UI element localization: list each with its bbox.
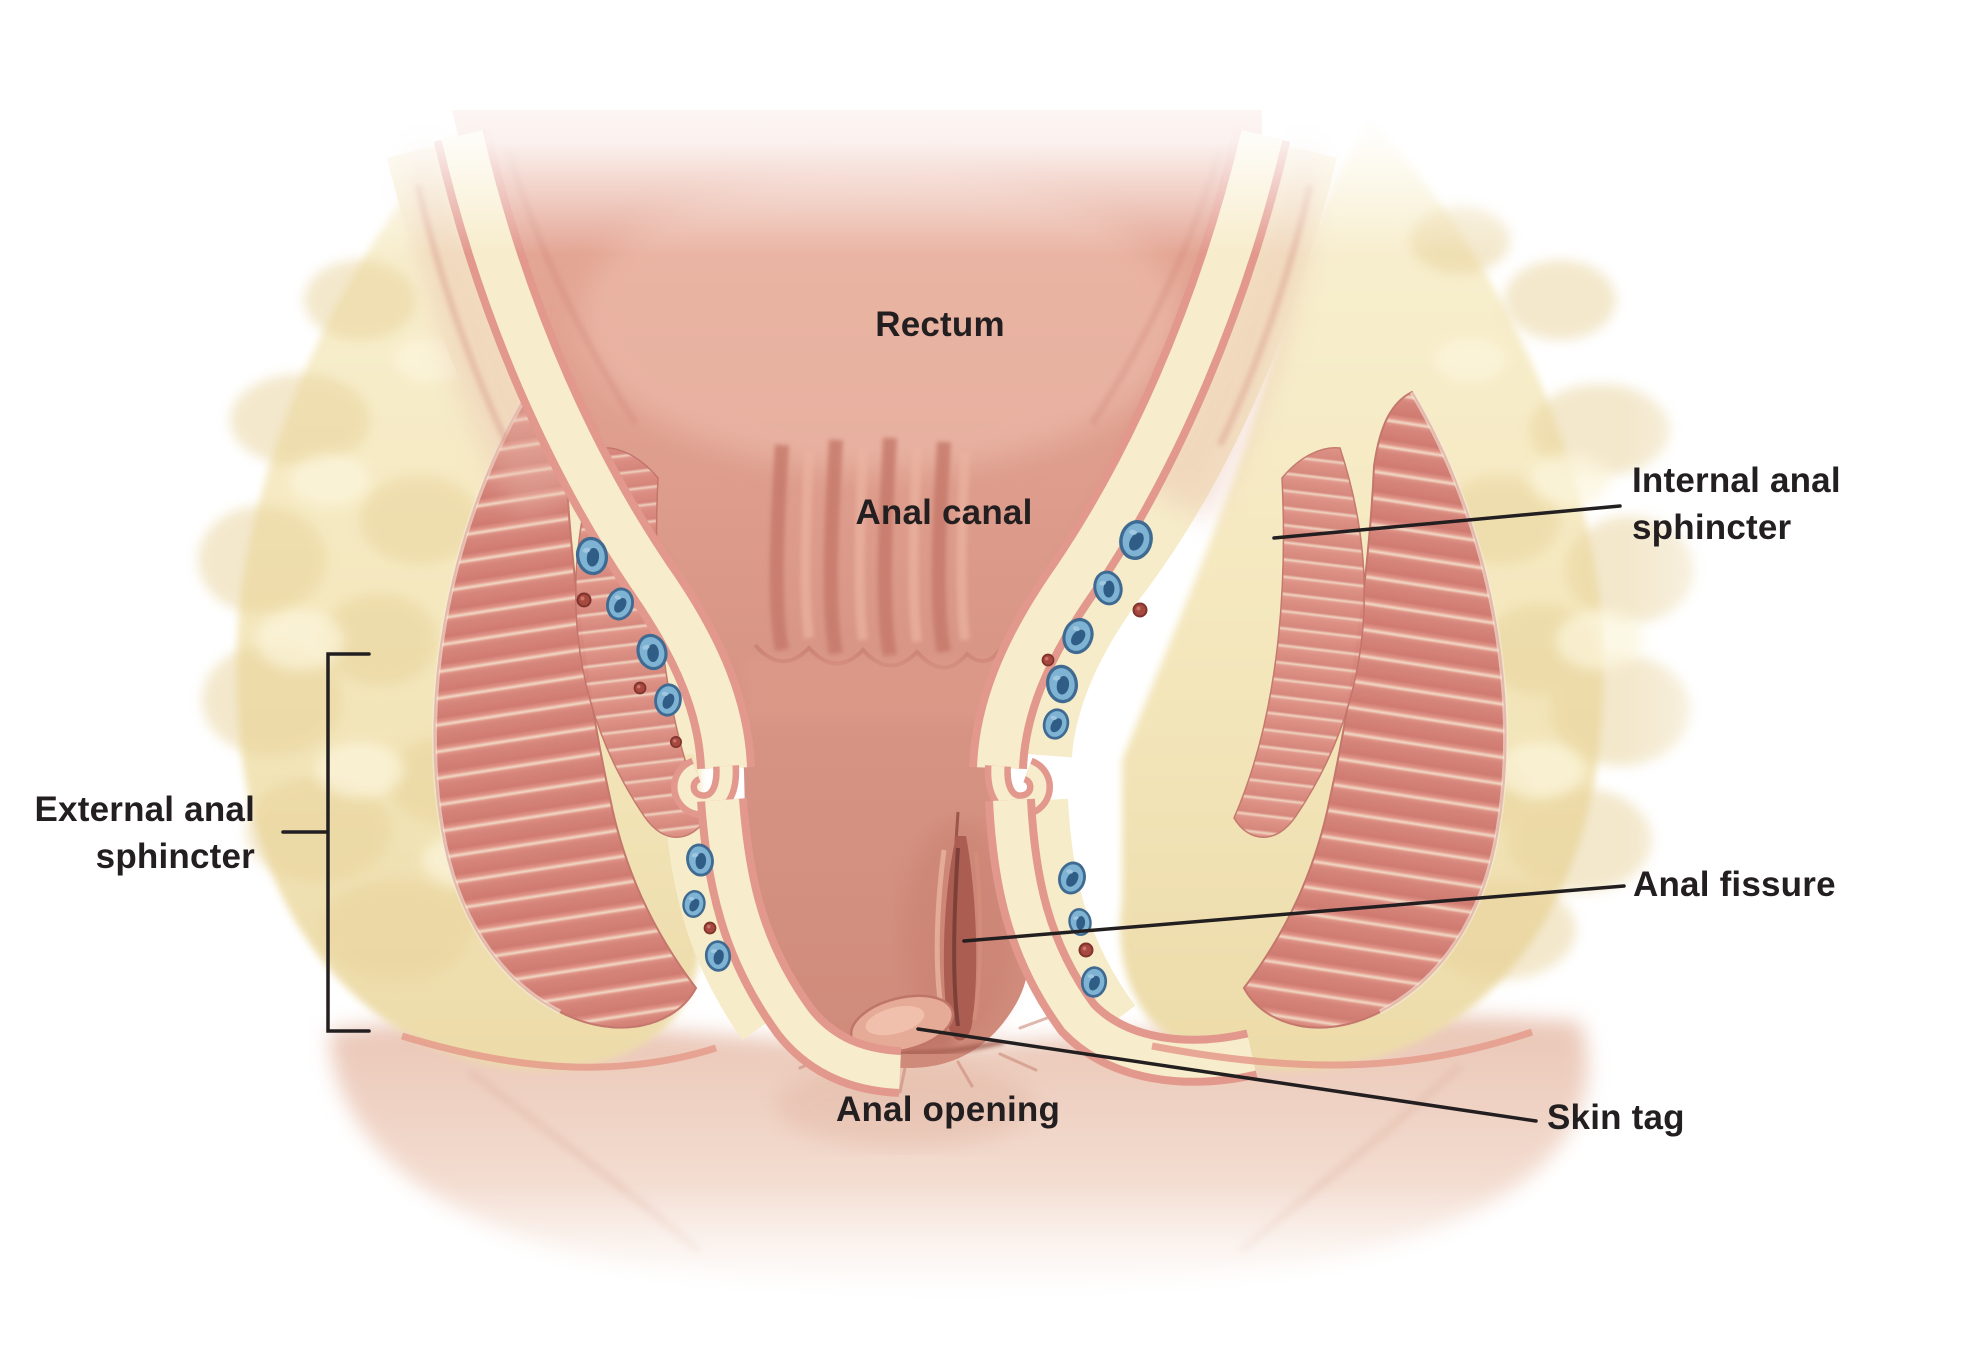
label-anal-canal: Anal canal [855,493,1033,532]
left-canal-wall [433,128,902,1097]
right-external-sphincter-muscle [1242,390,1509,1029]
label-rectum: Rectum [875,305,1005,344]
external-anal-sphincter-bracket [281,652,371,1033]
anal-fissure-shape [904,811,1016,1041]
label-anal-fissure: Anal fissure [1633,865,1836,904]
annotation-lines [281,504,1626,1123]
left-external-sphincter-muscle [431,390,698,1029]
label-external-anal-sphincter: External anal sphincter [34,790,255,876]
label-skin-tag: Skin tag [1547,1098,1685,1137]
anal-columns [745,437,1002,722]
right-canal-wall [969,128,1291,1086]
leader-line-internal-anal-sphincter [1272,504,1622,540]
label-internal-anal-sphincter: Internal anal sphincter [1632,461,1841,547]
label-anal-opening: Anal opening [835,1090,1061,1129]
leader-line-anal-fissure [962,884,1626,943]
right-internal-sphincter-muscle [1233,447,1366,838]
leader-line-skin-tag [916,1027,1538,1123]
skin-rim-lines [400,1028,1534,1071]
